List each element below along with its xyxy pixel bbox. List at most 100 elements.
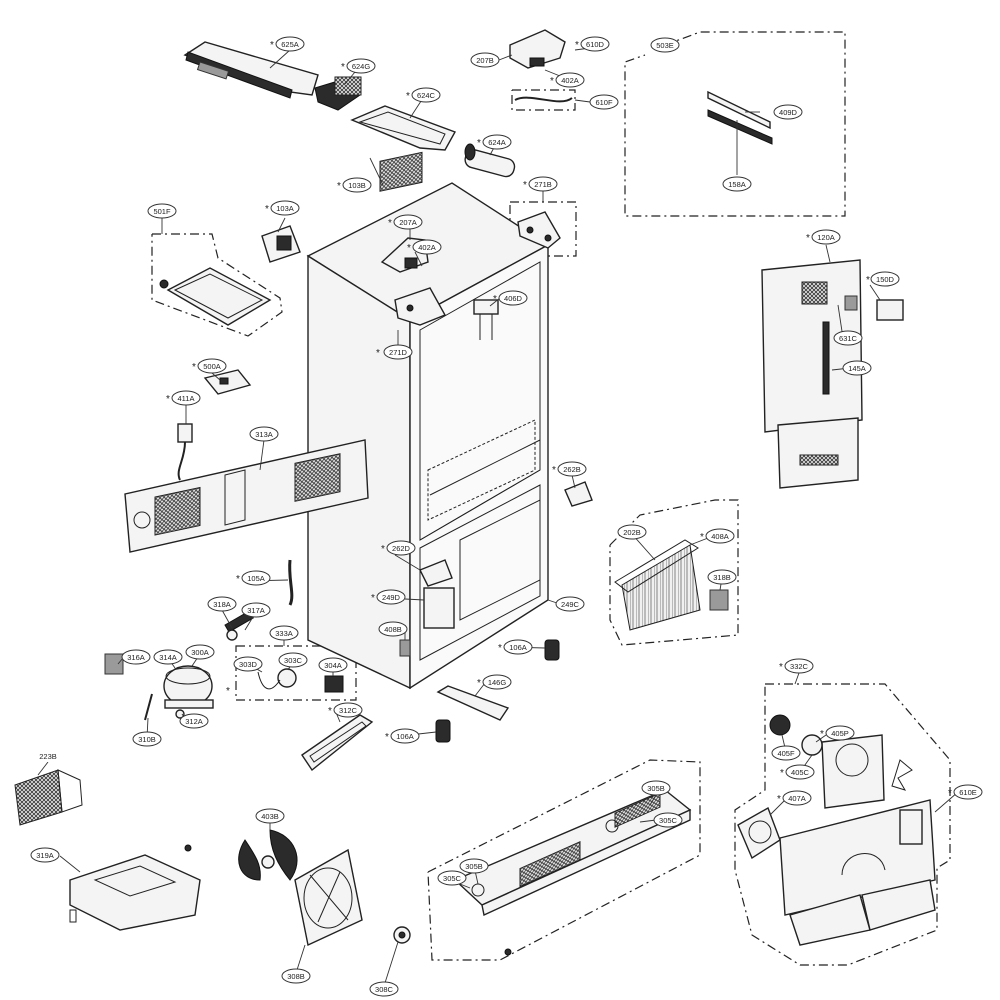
part-tag-405c: 405C	[785, 764, 815, 780]
svg-text:150D: 150D	[876, 275, 895, 284]
svg-text:313A: 313A	[255, 430, 273, 439]
svg-text:318A: 318A	[213, 600, 231, 609]
part-tag-305c: 305C	[653, 812, 683, 828]
gasket-409d	[707, 90, 773, 145]
duct-624c	[350, 105, 457, 151]
svg-text:202B: 202B	[623, 528, 641, 537]
svg-text:*: *	[192, 362, 196, 373]
part-tag-150d: 150D	[870, 271, 900, 287]
part-tag-249c: 249C	[555, 596, 585, 612]
top-cover-625a	[183, 41, 319, 99]
part-tag-310b: 310B	[132, 731, 162, 747]
svg-text:207A: 207A	[399, 218, 417, 227]
cord-411a	[177, 423, 193, 481]
part-tag-631c: 631C	[833, 330, 863, 346]
svg-text:300A: 300A	[191, 648, 209, 657]
svg-text:303D: 303D	[239, 660, 258, 669]
part-tag-249d: 249D	[376, 589, 406, 605]
part-tag-624g: 624G	[346, 58, 376, 74]
part-tag-408b: 408B	[378, 621, 408, 637]
svg-text:*: *	[780, 768, 784, 779]
fan-blade-403b	[238, 829, 298, 881]
part-tag-405f: 405F	[771, 745, 801, 761]
svg-text:402A: 402A	[418, 243, 436, 252]
svg-text:*: *	[777, 794, 781, 805]
svg-text:305B: 305B	[647, 784, 665, 793]
part-tag-406d: 406D	[498, 290, 528, 306]
svg-text:262B: 262B	[563, 465, 581, 474]
svg-text:*: *	[381, 544, 385, 555]
part-tag-402a: 402A	[555, 72, 585, 88]
svg-text:*: *	[376, 348, 380, 359]
bracket-262b	[564, 481, 593, 507]
svg-text:405C: 405C	[791, 768, 810, 777]
svg-text:207B: 207B	[476, 56, 494, 65]
group-outline-503e	[624, 31, 846, 217]
svg-text:271B: 271B	[534, 180, 552, 189]
part-tag-610e: 610E	[953, 784, 983, 800]
part-tag-332c: 332C	[784, 658, 814, 674]
part-tag-105a: 105A	[241, 570, 271, 586]
group-outline-305b	[427, 759, 701, 961]
svg-text:625A: 625A	[281, 40, 299, 49]
svg-text:*: *	[341, 62, 345, 73]
part-tag-305c-2: 305C	[437, 870, 467, 886]
part-tag-333a: 333A	[269, 625, 299, 641]
control-panel-120a	[761, 259, 904, 489]
group-outline-501f	[151, 233, 283, 337]
svg-text:610E: 610E	[959, 788, 977, 797]
part-tag-202b: 202B	[617, 524, 647, 540]
motor-308c	[393, 926, 411, 944]
part-tag-625a: 625A	[275, 36, 305, 52]
part-tag-271b: 271B	[528, 176, 558, 192]
rear-panel-313a	[124, 439, 369, 553]
part-tag-503e: 503E	[650, 37, 680, 53]
part-tag-319a: 319A	[30, 847, 60, 863]
bracket-406d	[473, 299, 499, 340]
part-tag-624a: 624A	[482, 134, 512, 150]
svg-text:312C: 312C	[339, 706, 358, 715]
svg-text:333A: 333A	[275, 629, 293, 638]
part-tag-305b: 305B	[641, 780, 671, 796]
group-outline-610f	[511, 89, 576, 111]
svg-text:407A: 407A	[788, 794, 806, 803]
evaporator-202b	[614, 539, 729, 631]
filter-624a	[464, 143, 516, 178]
part-tag-312c: 312C	[333, 702, 363, 718]
damper-624g	[314, 76, 362, 111]
svg-text:403B: 403B	[261, 812, 279, 821]
svg-text:316A: 316A	[127, 653, 145, 662]
relay-group-333a	[257, 668, 344, 693]
svg-text:*: *	[498, 643, 502, 654]
group-outline-202b	[609, 499, 739, 646]
part-tag-262d: 262D	[386, 540, 416, 556]
svg-text:305C: 305C	[443, 874, 462, 883]
tube-105a	[288, 559, 294, 606]
svg-text:*: *	[779, 662, 783, 673]
asterisk-markers: * * * * * * * * * * * * * * * * * * * * …	[166, 40, 952, 805]
part-tag-103a: 103A	[270, 200, 300, 216]
svg-text:120A: 120A	[817, 233, 835, 242]
svg-text:*: *	[265, 204, 269, 215]
hinge-271d	[394, 287, 446, 326]
part-tag-403b: 403B	[255, 808, 285, 824]
svg-text:*: *	[166, 394, 170, 405]
svg-text:271D: 271D	[389, 348, 408, 357]
svg-text:*: *	[226, 686, 230, 697]
svg-text:409D: 409D	[779, 108, 798, 117]
part-labels: 625A 624G 624C 624A 103B 207B 610D 402A …	[30, 36, 983, 997]
svg-text:103B: 103B	[348, 181, 366, 190]
svg-text:624A: 624A	[488, 138, 506, 147]
part-tag-501f: 501F	[147, 203, 177, 219]
svg-text:*: *	[371, 593, 375, 604]
svg-text:406D: 406D	[504, 294, 523, 303]
drain-pan-223b	[14, 769, 83, 826]
part-tag-624c: 624C	[411, 87, 441, 103]
svg-text:624G: 624G	[352, 62, 371, 71]
part-tag-318b: 318B	[707, 569, 737, 585]
svg-text:*: *	[866, 275, 870, 286]
part-tag-313a: 313A	[249, 426, 279, 442]
svg-text:*: *	[523, 180, 527, 191]
part-tag-411a: 411A	[171, 390, 201, 406]
